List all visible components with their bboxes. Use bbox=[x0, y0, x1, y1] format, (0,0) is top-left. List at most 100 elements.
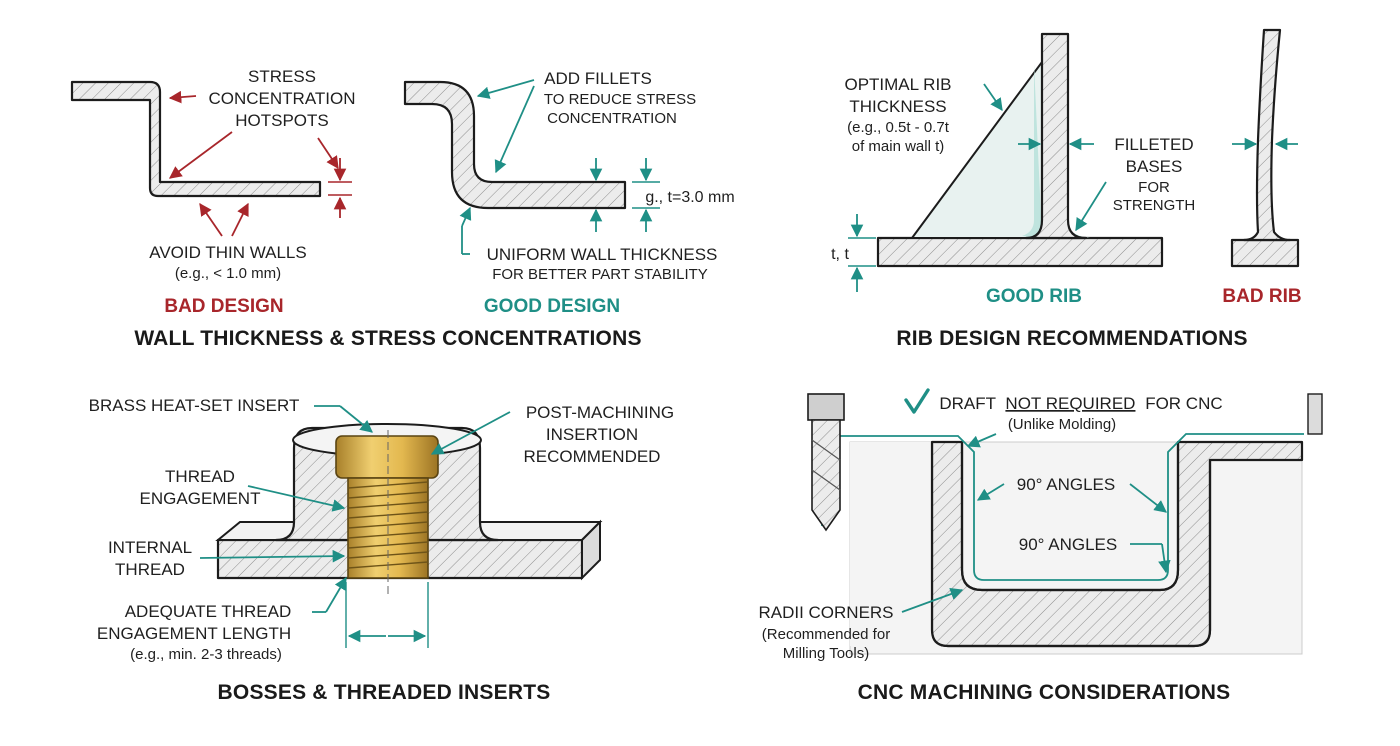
tool-right-edge bbox=[1307, 393, 1323, 435]
radii-sub-line1: (Recommended for bbox=[762, 626, 890, 643]
filleted-sub-line2: STRENGTH bbox=[1113, 197, 1196, 214]
angle-arrow-1-right bbox=[1129, 483, 1167, 513]
stress-arrow-wall bbox=[317, 137, 339, 170]
good-design-caption: GOOD DESIGN bbox=[484, 296, 620, 317]
post-arrow bbox=[430, 411, 511, 455]
filleted-sub-line1: FOR bbox=[1138, 179, 1170, 196]
wall-dim-label: t, t bbox=[831, 246, 849, 263]
optimal-label-line1: OPTIMAL RIB bbox=[844, 75, 951, 94]
optimal-label-line2: THICKNESS bbox=[849, 97, 946, 116]
cnc-outer-outline bbox=[930, 442, 1212, 648]
fillet-arrow-bottom bbox=[494, 85, 535, 174]
thickness-dim-label: g., t=3.0 mm bbox=[645, 189, 734, 206]
bad-rib-wall bbox=[1242, 28, 1292, 242]
cnc-panel-title: CNC MACHINING CONSIDERATIONS bbox=[858, 681, 1231, 704]
internal-line2: THREAD bbox=[115, 560, 185, 579]
panel-cnc: DRAFT NOT REQUIRED FOR CNC (Unlike Moldi… bbox=[758, 388, 1323, 704]
engagement-width-dimension bbox=[345, 582, 429, 648]
boss-base-side bbox=[581, 519, 601, 581]
uniform-sub: FOR BETTER PART STABILITY bbox=[492, 266, 708, 283]
optimal-sub-line1: (e.g., 0.5t - 0.7t bbox=[847, 119, 950, 136]
thin-arrow-right bbox=[231, 202, 249, 237]
uniform-arrow bbox=[459, 206, 472, 227]
length-line2: ENGAGEMENT LENGTH bbox=[97, 624, 291, 643]
insert-label: BRASS HEAT-SET INSERT bbox=[89, 396, 300, 415]
good-design-part bbox=[403, 80, 627, 210]
optimal-sub-line2: of main wall t) bbox=[852, 138, 945, 155]
fillet-arrow-top bbox=[476, 79, 535, 99]
post-label-line2: INSERTION bbox=[546, 425, 638, 444]
draft-arrow bbox=[966, 433, 997, 448]
fillet-label-line1: ADD FILLETS bbox=[544, 69, 652, 88]
bad-rib-base bbox=[1230, 238, 1300, 268]
good-rib-wall bbox=[1024, 32, 1088, 240]
engagement-line2: ENGAGEMENT bbox=[140, 489, 261, 508]
bad-design-caption: BAD DESIGN bbox=[164, 296, 283, 317]
stress-label: STRESS CONCENTRATION HOTSPOTS bbox=[208, 67, 355, 130]
thin-walls-sub: (e.g., < 1.0 mm) bbox=[175, 265, 281, 282]
angle-arrow-1-left bbox=[976, 483, 1005, 501]
boss-panel-title: BOSSES & THREADED INSERTS bbox=[218, 681, 551, 704]
length-line1: ADEQUATE THREAD bbox=[125, 602, 292, 621]
length-label: ADEQUATE THREAD ENGAGEMENT LENGTH (e.g.,… bbox=[97, 602, 291, 663]
stress-label-line3: HOTSPOTS bbox=[235, 111, 329, 130]
engagement-arrow bbox=[247, 485, 346, 512]
filleted-label-line1: FILLETED bbox=[1114, 135, 1193, 154]
post-label-line1: POST-MACHINING bbox=[526, 403, 674, 422]
length-sub: (e.g., min. 2-3 threads) bbox=[130, 646, 282, 663]
panel-rib-design: OPTIMAL RIB THICKNESS (e.g., 0.5t - 0.7t… bbox=[831, 28, 1302, 350]
angle-label-1: 90° ANGLES bbox=[1017, 475, 1115, 494]
stress-arrow-top bbox=[168, 90, 197, 104]
stress-arrow-corner bbox=[168, 131, 233, 179]
cnc-inner-outline bbox=[960, 442, 1180, 592]
insert-arrow bbox=[339, 405, 373, 433]
optimal-rib-label: OPTIMAL RIB THICKNESS (e.g., 0.5t - 0.7t… bbox=[844, 75, 951, 155]
good-rib-caption: GOOD RIB bbox=[986, 286, 1082, 307]
draft-label: DRAFT NOT REQUIRED FOR CNC bbox=[939, 394, 1222, 413]
radii-sub-line2: Milling Tools) bbox=[783, 645, 869, 662]
draft-pre: DRAFT bbox=[939, 394, 995, 413]
filleted-arrow bbox=[1075, 181, 1107, 232]
angle-label-2: 90° ANGLES bbox=[1019, 535, 1117, 554]
check-icon bbox=[904, 388, 930, 414]
rib-panel-title: RIB DESIGN RECOMMENDATIONS bbox=[896, 327, 1247, 350]
uniform-label: UNIFORM WALL THICKNESS bbox=[487, 245, 718, 264]
filleted-label-line2: BASES bbox=[1126, 157, 1183, 176]
fillet-label-line2: TO REDUCE STRESS bbox=[544, 91, 696, 108]
internal-line1: INTERNAL bbox=[108, 538, 192, 557]
bad-design-part bbox=[70, 80, 322, 198]
angle-arrow-2 bbox=[1158, 543, 1171, 574]
bad-rib-caption: BAD RIB bbox=[1222, 286, 1301, 307]
engagement-line1: THREAD bbox=[165, 467, 235, 486]
end-mill-tool bbox=[807, 393, 845, 532]
good-thickness-dimension bbox=[589, 158, 660, 232]
post-label-line3: RECOMMENDED bbox=[524, 447, 661, 466]
panel-bosses: BRASS HEAT-SET INSERT POST-MACHINING INS… bbox=[89, 396, 674, 704]
fillet-label-line3: CONCENTRATION bbox=[547, 110, 677, 127]
radii-label: RADII CORNERS bbox=[758, 603, 893, 622]
draft-emphasis: NOT REQUIRED bbox=[1005, 394, 1135, 413]
good-rib-base bbox=[876, 236, 1164, 268]
draft-sub: (Unlike Molding) bbox=[1008, 416, 1116, 433]
thin-walls-label: AVOID THIN WALLS bbox=[149, 243, 306, 262]
insert-head bbox=[335, 435, 439, 479]
wall-t-dimension bbox=[848, 214, 876, 292]
thin-arrow-left bbox=[199, 202, 223, 237]
radii-arrow bbox=[901, 587, 964, 613]
thin-wall-dimension bbox=[328, 158, 352, 218]
length-arrow bbox=[325, 576, 347, 613]
draft-post: FOR CNC bbox=[1145, 394, 1222, 413]
wall-panel-title: WALL THICKNESS & STRESS CONCENTRATIONS bbox=[134, 327, 641, 350]
panel-wall-thickness: STRESS CONCENTRATION HOTSPOTS AVOID THIN… bbox=[70, 67, 735, 350]
fillet-label: ADD FILLETS TO REDUCE STRESS CONCENTRATI… bbox=[544, 69, 696, 127]
stress-label-line2: CONCENTRATION bbox=[208, 89, 355, 108]
filleted-label: FILLETED BASES FOR STRENGTH bbox=[1113, 135, 1196, 214]
cnc-left-stock bbox=[850, 442, 948, 646]
rib-fillet-left bbox=[1022, 64, 1042, 238]
optimal-arrow bbox=[983, 83, 1003, 112]
stress-label-line1: STRESS bbox=[248, 67, 316, 86]
internal-thread-label: INTERNAL THREAD bbox=[108, 538, 192, 579]
engagement-label: THREAD ENGAGEMENT bbox=[140, 467, 261, 508]
